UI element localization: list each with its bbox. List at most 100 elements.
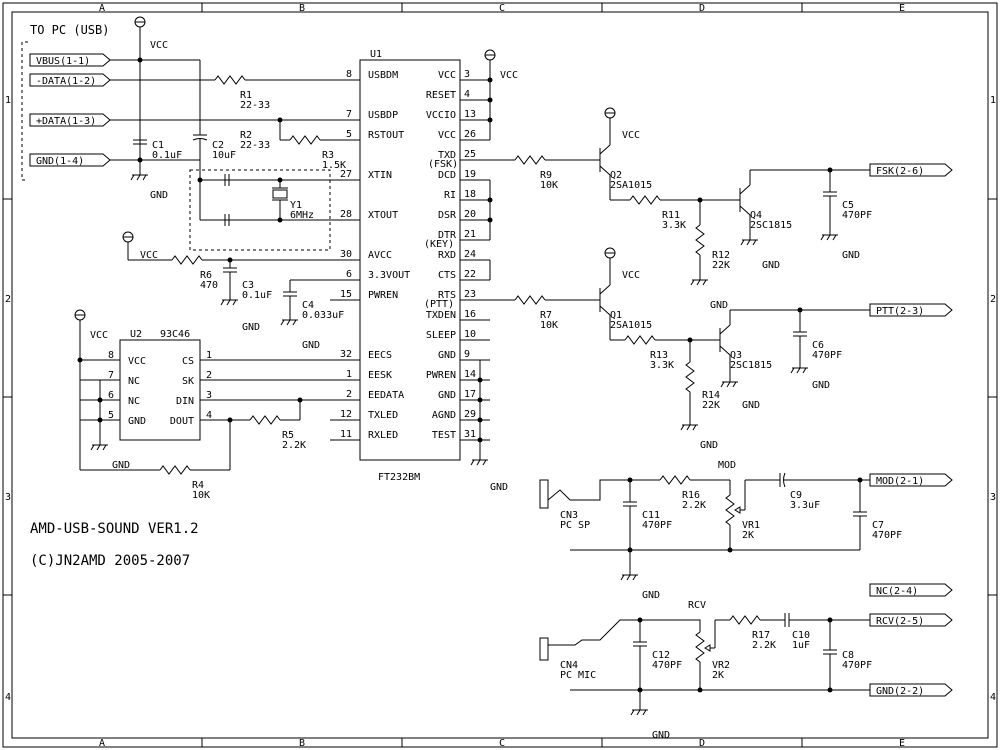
conn-label: PTT(2-3) [876, 306, 924, 317]
u1-note: (PTT) [424, 299, 454, 310]
r7-name: R7 [540, 310, 552, 321]
c12-name: C12 [652, 650, 670, 661]
col-label: D [699, 738, 705, 749]
q2-name: Q2 [610, 170, 622, 181]
r1-value: 22-33 [240, 100, 270, 111]
conn-label: FSK(2-6) [876, 166, 924, 177]
pin-label: PWREN [426, 370, 456, 381]
pin-number: 16 [464, 309, 476, 320]
pin-label: DSR [438, 210, 457, 221]
pin-label: DIN [176, 396, 194, 407]
r4-value: 10K [192, 490, 210, 501]
pin-number: 4 [464, 89, 470, 100]
conn-label: GND(1-4) [36, 156, 84, 167]
conn-ptt [869, 303, 953, 317]
pin-label: 3.3VOUT [368, 270, 410, 281]
row-label: 2 [990, 294, 996, 305]
col-label: D [699, 3, 705, 14]
pin-number: 1 [346, 369, 352, 380]
pin-number: 2 [206, 370, 212, 381]
pin-number: 17 [464, 389, 476, 400]
u1-note: (FSK) [428, 159, 458, 170]
pin-number: 26 [464, 129, 476, 140]
pin-label: AGND [432, 410, 456, 421]
vcc-label: VCC [622, 270, 640, 281]
row-label: 4 [990, 692, 996, 703]
pin-label: RTS [438, 290, 456, 301]
usb-header: TO PC (USB) [30, 23, 109, 37]
usb-connectors: VBUS(1-1) -DATA(1-2) +DATA(1-3) GND(1-4) [29, 53, 111, 167]
conn-label: RCV(2-5) [876, 616, 924, 627]
pin-label: XTOUT [368, 210, 398, 221]
pin-number: 6 [108, 390, 114, 401]
crystal-box [189, 169, 331, 251]
vcc-label: VCC [622, 130, 640, 141]
junction [77, 357, 83, 363]
pin-number: 3 [464, 69, 470, 80]
r13-name: R13 [650, 350, 668, 361]
r12-name: R12 [712, 250, 730, 261]
u1-right-nets [470, 49, 496, 466]
ptt-stage [490, 247, 870, 431]
conn-fsk [869, 163, 953, 177]
q2-value: 2SA1015 [610, 180, 652, 191]
junction [227, 417, 233, 423]
c8-value: 470PF [842, 660, 872, 671]
r16-value: 2.2K [682, 500, 706, 511]
col-label: B [299, 738, 305, 749]
pin-number: 28 [340, 209, 352, 220]
row-label: 1 [990, 95, 996, 106]
u1-body [359, 59, 461, 461]
pin-label: USBDP [368, 110, 398, 121]
junction [627, 477, 633, 483]
r2-value: 22-33 [240, 140, 270, 151]
c3-name: C3 [242, 280, 254, 291]
r17-value: 2.2K [752, 640, 776, 651]
conn-mod [869, 473, 953, 487]
junction [797, 307, 803, 313]
c1-c2 [110, 134, 208, 181]
pin-label: RESET [426, 90, 456, 101]
gnd-label: GND [652, 730, 670, 741]
pin-number: 32 [340, 349, 352, 360]
u1-junctions [477, 77, 493, 443]
r7-value: 10K [540, 320, 558, 331]
pin-label: CS [182, 356, 194, 367]
pin-number: 27 [340, 169, 352, 180]
gnd-label: GND [812, 380, 830, 391]
pin-label: PWREN [368, 290, 398, 301]
gnd-label: GND [642, 590, 660, 601]
schematic-title: AMD-USB-SOUND VER1.2 [30, 521, 199, 537]
junction [827, 167, 833, 173]
r1-name: R1 [240, 90, 252, 101]
conn-label: NC(2-4) [876, 586, 918, 597]
r4-name: R4 [192, 480, 204, 491]
row-label: 1 [5, 95, 11, 106]
u1-note: (KEY) [424, 239, 454, 250]
y1-name: Y1 [290, 200, 302, 211]
u2-name: U2 [130, 329, 142, 340]
col-label: A [99, 3, 105, 14]
junction [857, 477, 863, 483]
r3-value: 1.5K [322, 160, 346, 171]
pin-label: SLEEP [426, 330, 456, 341]
pin-number: 8 [108, 350, 114, 361]
pin-label: TXDEN [426, 310, 456, 321]
pin-number: 7 [346, 109, 352, 120]
pin-number: 12 [340, 409, 352, 420]
col-label: E [899, 738, 905, 749]
mod-section [539, 472, 870, 581]
u1-pins: USBDM8USBDP7RSTOUT5XTIN27XTOUT28AVCC303.… [330, 69, 490, 441]
junction [277, 117, 283, 123]
junction [627, 547, 633, 553]
junction [697, 197, 703, 203]
c4-value: 0.033uF [302, 310, 344, 321]
c5-value: 470PF [842, 210, 872, 221]
col-label: C [499, 3, 505, 14]
u2-part: 93C46 [160, 329, 190, 340]
pin-number: 6 [346, 269, 352, 280]
conn-gnd [29, 153, 111, 167]
col-label: A [99, 738, 105, 749]
